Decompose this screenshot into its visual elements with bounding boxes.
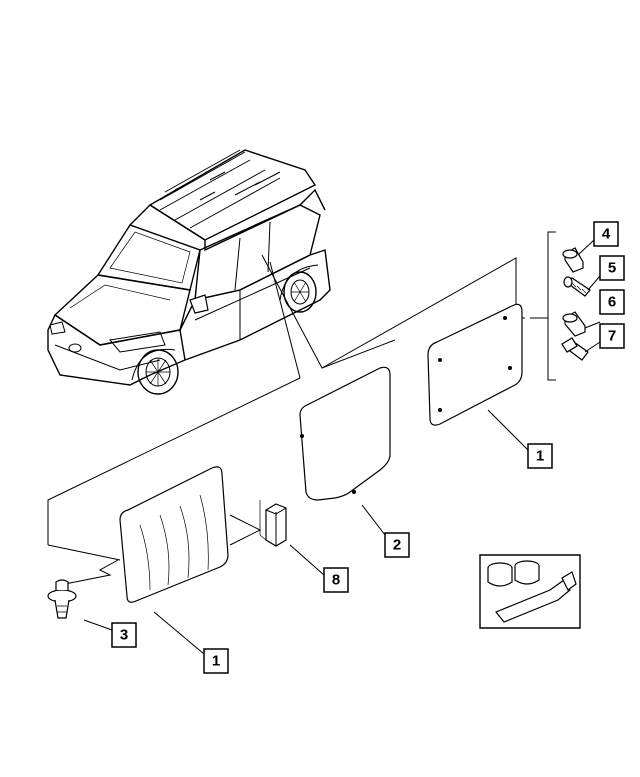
perspective-frame bbox=[47, 257, 525, 586]
callout-6: 6 bbox=[599, 289, 625, 315]
callout-5: 5 bbox=[599, 255, 625, 281]
callout-label: 4 bbox=[602, 226, 611, 243]
leader-van-to-left-window bbox=[269, 261, 301, 379]
callout-1-left: 1 bbox=[203, 648, 229, 674]
fastener-7-part bbox=[561, 337, 589, 361]
van-illustration bbox=[47, 149, 331, 395]
fastener-6-part bbox=[562, 311, 586, 337]
callout-4: 4 bbox=[593, 221, 619, 247]
callout-label: 3 bbox=[120, 627, 128, 644]
adhesive-kit bbox=[479, 554, 581, 629]
callout-3: 3 bbox=[111, 622, 137, 648]
leader-lines bbox=[83, 239, 601, 655]
glass-panel-rear-left bbox=[119, 466, 229, 603]
leader-van-to-glass bbox=[261, 254, 396, 369]
callout-label: 2 bbox=[393, 537, 401, 554]
callout-label: 1 bbox=[536, 448, 544, 465]
glass-panel-rear-right bbox=[427, 303, 523, 426]
callout-label: 5 bbox=[608, 260, 616, 277]
callout-2: 2 bbox=[384, 532, 410, 558]
callout-7: 7 bbox=[599, 323, 625, 349]
fastener-bracket bbox=[530, 231, 556, 381]
callout-1-right: 1 bbox=[527, 443, 553, 469]
callout-label: 1 bbox=[212, 653, 220, 670]
fastener-5-part bbox=[563, 276, 591, 297]
callout-label: 6 bbox=[608, 294, 616, 311]
callout-label: 8 bbox=[332, 572, 340, 589]
spacer-block-part bbox=[259, 500, 287, 547]
glass-panel-sliding-door bbox=[299, 366, 391, 501]
callout-label: 7 bbox=[608, 328, 616, 345]
callout-8: 8 bbox=[323, 567, 349, 593]
fastener-4-part bbox=[562, 247, 584, 273]
clip-fastener-part bbox=[47, 579, 77, 619]
